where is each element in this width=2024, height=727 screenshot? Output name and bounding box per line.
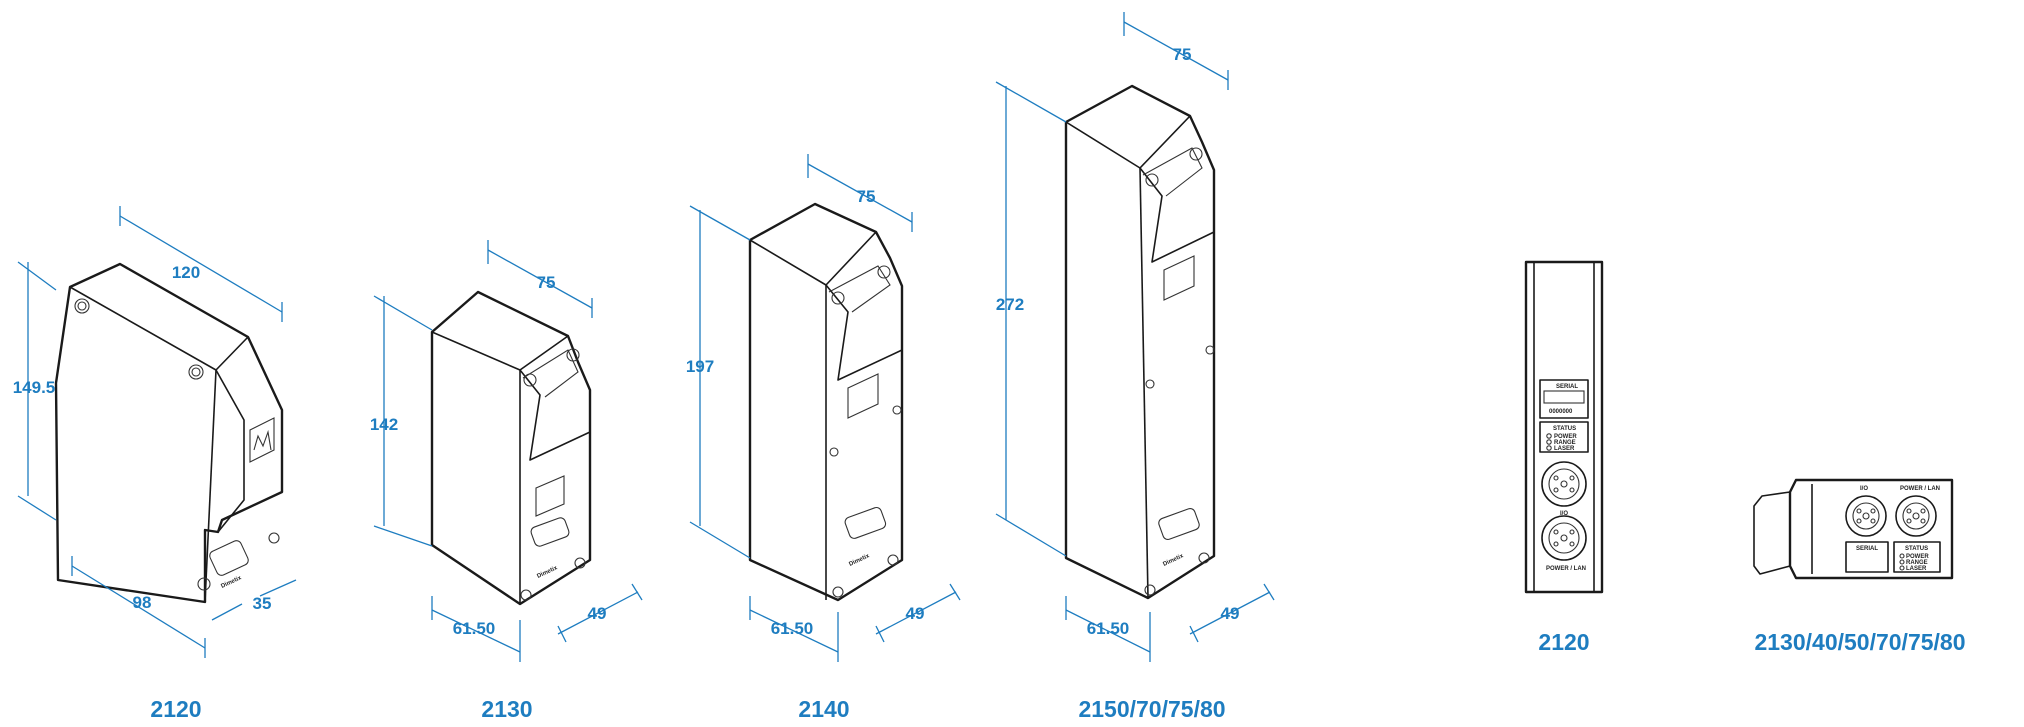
dim-2130-depth-side-label: 49 — [588, 604, 607, 623]
caption-2130: 2130 — [481, 696, 532, 722]
dim-2120-depth-front — [71, 556, 206, 658]
dim-2150-height-label: 272 — [996, 295, 1024, 314]
status-label-box — [1539, 421, 1589, 453]
dim-2140-depth-side-label: 49 — [906, 604, 925, 623]
dim-2150-width — [1123, 12, 1229, 90]
lens-hood — [1753, 491, 1791, 575]
panel-2120-outline — [1524, 260, 1604, 594]
dim-2140-height — [689, 205, 751, 559]
serial-label-box — [1845, 541, 1889, 573]
connector-io-icon — [1845, 495, 1887, 537]
power-lan-label: POWER / LAN — [1900, 486, 1940, 492]
captions: 2120 2130 2140 2150/70/75/80 2120 2130/4… — [150, 629, 1965, 722]
logo-icon — [1163, 255, 1195, 301]
caption-2120: 2120 — [150, 696, 201, 722]
dim-2150-height — [995, 81, 1067, 557]
dim-2120-width-label: 120 — [172, 263, 200, 282]
dim-2120-depth-front-label: 98 — [133, 593, 152, 612]
io-label: I/O — [1560, 511, 1568, 517]
connector-io-icon — [1541, 461, 1587, 507]
dim-2120-depth-side — [211, 579, 297, 621]
connector-power-icon — [1541, 515, 1587, 561]
dim-2150-width-label: 75 — [1173, 45, 1192, 64]
status-label: STATUS — [1553, 426, 1576, 432]
housing-2130-outline — [430, 290, 592, 606]
status-laser: LASER — [1554, 446, 1575, 452]
status-power: POWER — [1554, 434, 1577, 440]
device-2140-isometric: Dimetix — [748, 202, 904, 602]
window-icon — [209, 540, 249, 576]
device-2120-isometric: Dimetix — [54, 262, 284, 604]
dim-2150-depth-front — [1065, 596, 1151, 662]
dim-2140-depth-front-label: 61.50 — [771, 619, 814, 638]
dim-2130-depth-side — [557, 583, 643, 643]
window-icon — [530, 517, 570, 547]
dim-2130-depth-front-label: 61.50 — [453, 619, 496, 638]
status-label: STATUS — [1905, 546, 1928, 552]
status-range: RANGE — [1554, 440, 1576, 446]
dim-2120-height-label: 149.5 — [13, 378, 56, 397]
device-2120-panel-view: SERIAL 0000000 STATUS POWER RANGE LASER … — [1524, 260, 1604, 594]
dim-2150-depth-side — [1189, 583, 1275, 643]
device-2130-series-side-view: I/O POWER / LAN SERIAL STATUS POWER RANG… — [1753, 478, 1954, 580]
device-2130-isometric: Dimetix — [430, 290, 592, 606]
logo-icon — [249, 417, 275, 463]
window-icon — [844, 506, 887, 539]
caption-2130-series-side: 2130/40/50/70/75/80 — [1754, 629, 1965, 655]
dimension-annotations: 120 149.5 98 35 75 142 61.50 49 75 197 6… — [13, 12, 1275, 662]
logo-icon — [535, 475, 565, 517]
dim-2140-depth-side — [875, 583, 961, 643]
panel-2130-outline — [1788, 478, 1954, 580]
brand-mark: Dimetix — [220, 575, 243, 590]
status-laser: LASER — [1906, 566, 1927, 572]
dim-2150-depth-side-label: 49 — [1221, 604, 1240, 623]
caption-2140: 2140 — [798, 696, 849, 722]
dim-2130-width — [487, 240, 593, 318]
housing-2150-outline — [1064, 84, 1216, 600]
logo-icon — [847, 373, 879, 419]
power-lan-label: POWER / LAN — [1546, 566, 1586, 572]
dim-2120-height — [17, 261, 57, 521]
dim-2130-width-label: 75 — [537, 273, 556, 292]
dim-2150-depth-front-label: 61.50 — [1087, 619, 1130, 638]
housing-2120-outline — [54, 262, 284, 604]
serial-number: 0000000 — [1549, 409, 1573, 415]
dim-2130-height-label: 142 — [370, 415, 398, 434]
dim-2130-height — [373, 295, 433, 547]
window-icon — [1158, 508, 1200, 540]
dim-2140-height-label: 197 — [686, 357, 714, 376]
status-label-box — [1893, 541, 1941, 573]
dim-2130-depth-front — [431, 596, 521, 662]
io-label: I/O — [1860, 486, 1868, 492]
status-range: RANGE — [1906, 560, 1928, 566]
serial-label: SERIAL — [1556, 384, 1578, 390]
caption-2150-70-75-80: 2150/70/75/80 — [1078, 696, 1225, 722]
dim-2120-depth-side-label: 35 — [253, 594, 272, 613]
dim-2120-width — [119, 206, 283, 322]
caption-2120-panel: 2120 — [1538, 629, 1589, 655]
status-power: POWER — [1906, 554, 1929, 560]
connector-power-icon — [1895, 495, 1937, 537]
serial-label: SERIAL — [1856, 546, 1878, 552]
dim-2140-width-label: 75 — [857, 187, 876, 206]
dim-2140-depth-front — [749, 596, 839, 662]
serial-label-box — [1539, 379, 1589, 419]
device-2150-isometric: Dimetix — [1064, 84, 1216, 600]
dim-2140-width — [807, 154, 913, 232]
